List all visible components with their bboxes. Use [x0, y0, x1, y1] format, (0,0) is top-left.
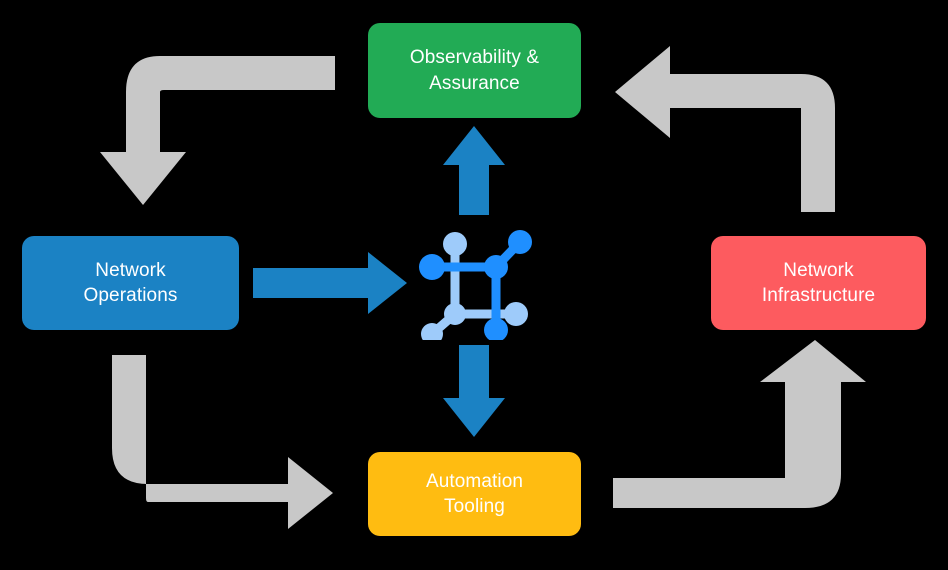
arrow-operations-to-center [253, 252, 407, 314]
arrow-operations-to-automation [112, 355, 333, 529]
arrow-infrastructure-to-observability [615, 46, 835, 212]
node-automation-tooling[interactable]: Automation Tooling [368, 452, 581, 536]
arrow-center-to-observability [443, 126, 505, 215]
arrow-center-to-automation [443, 345, 505, 437]
node-network-infrastructure[interactable]: Network Infrastructure [711, 236, 926, 330]
arrow-automation-to-infrastructure [613, 340, 866, 508]
network-topology-icon [419, 230, 532, 340]
node-observability-and-assurance[interactable]: Observability & Assurance [368, 23, 581, 118]
node-network-operations[interactable]: Network Operations [22, 236, 239, 330]
arrow-observability-to-operations [100, 56, 335, 205]
